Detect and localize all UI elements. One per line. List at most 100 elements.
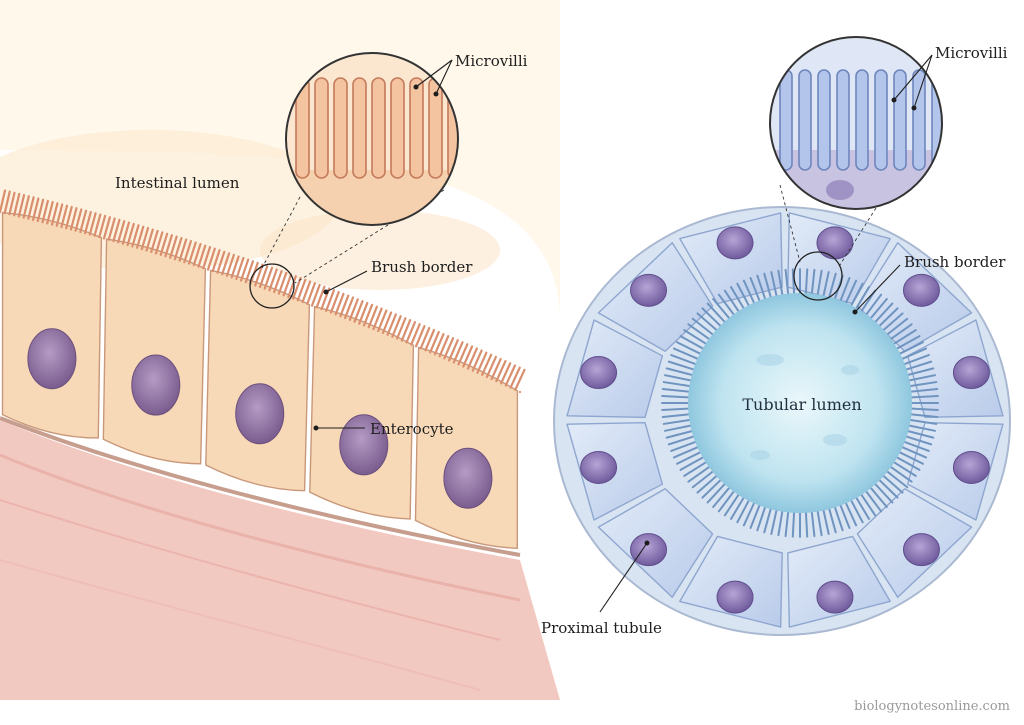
microvillus xyxy=(178,238,188,262)
microvillus xyxy=(150,229,159,254)
microvillus xyxy=(889,323,913,341)
microvillus xyxy=(908,424,936,432)
microvillus xyxy=(154,231,164,255)
microvillus xyxy=(672,347,699,360)
microvillus xyxy=(742,501,756,527)
enterocyte-cell xyxy=(102,238,207,465)
nucleus xyxy=(716,580,754,614)
microvillus xyxy=(706,302,727,324)
microvillus xyxy=(183,239,193,264)
microvillus xyxy=(910,413,939,418)
intestinal-lumen-label: Intestinal lumen xyxy=(115,174,240,192)
inset-microvillus xyxy=(779,69,793,171)
tubule-microvilli-label: Microvilli xyxy=(935,44,1008,62)
microvillus xyxy=(859,493,877,517)
nucleus xyxy=(952,356,990,390)
microvillus xyxy=(730,286,745,310)
microvillus xyxy=(187,241,197,265)
microvillus xyxy=(372,307,383,331)
microvillus xyxy=(296,278,307,302)
microvillus xyxy=(395,317,407,340)
microvillus xyxy=(424,328,436,352)
microvillus xyxy=(481,353,493,376)
microvillus xyxy=(672,446,699,459)
tubular-lumen-label: Tubular lumen xyxy=(742,395,861,414)
microvillus xyxy=(107,217,116,241)
nucleus xyxy=(339,414,389,476)
microvillus xyxy=(367,305,378,329)
microvillus xyxy=(197,244,207,268)
microvillus xyxy=(691,470,714,489)
inset-microvillus xyxy=(912,69,926,171)
microvillus xyxy=(679,335,705,350)
enterocyte-cell xyxy=(309,305,415,520)
inset-microvillus xyxy=(817,69,831,171)
microvillus xyxy=(822,271,830,298)
microvillus xyxy=(173,237,183,261)
microvillus xyxy=(873,302,894,324)
microvillus xyxy=(908,374,936,382)
nucleus xyxy=(902,533,940,567)
enterocyte-cell xyxy=(205,269,311,492)
microvillus xyxy=(263,266,274,290)
microvillus xyxy=(723,289,741,313)
microvillus xyxy=(22,195,30,219)
microvillus xyxy=(683,329,708,345)
microvillus xyxy=(889,465,913,483)
proximal-tubule-label: Proximal tubule xyxy=(541,619,662,637)
microvillus xyxy=(756,274,767,301)
inset-microvillus xyxy=(352,77,367,179)
microvillus xyxy=(777,509,784,537)
microvillus xyxy=(8,191,16,216)
microvillus xyxy=(667,435,695,446)
microvillus xyxy=(301,280,312,304)
microvillus xyxy=(804,268,809,296)
watermark: biologynotesonline.com xyxy=(854,699,1010,714)
microvillus xyxy=(662,381,691,388)
microvillus xyxy=(696,312,718,332)
microvillus xyxy=(736,282,751,308)
microvillus xyxy=(777,269,784,297)
microvillus xyxy=(892,461,917,477)
microvillus xyxy=(706,482,727,504)
microvillus xyxy=(343,296,355,320)
microvillus xyxy=(362,303,374,327)
microvillus xyxy=(457,343,469,366)
microvillus xyxy=(895,456,921,471)
microvillus xyxy=(131,224,140,248)
microvillus xyxy=(810,510,816,538)
microvillus xyxy=(476,351,488,374)
microvillus xyxy=(46,200,54,225)
tubule-panel xyxy=(553,206,1011,636)
microvillus xyxy=(664,424,692,432)
microvillus xyxy=(849,498,864,524)
microvillus xyxy=(50,202,59,226)
microvillus xyxy=(291,276,302,300)
microvillus xyxy=(665,430,693,439)
microvillus xyxy=(17,193,26,218)
microvillus xyxy=(910,394,939,399)
microvillus xyxy=(447,339,459,362)
microvillus xyxy=(661,407,690,412)
microvillus xyxy=(405,321,417,344)
microvillus xyxy=(353,300,364,323)
microvillus xyxy=(169,235,178,259)
microvillus xyxy=(691,317,714,336)
microvillus xyxy=(833,505,844,532)
microvillus xyxy=(211,249,221,273)
microvillus xyxy=(901,446,928,459)
microvillus xyxy=(679,456,705,471)
microvillus xyxy=(910,407,939,412)
microvillus xyxy=(145,228,154,252)
microvillus xyxy=(3,190,11,215)
inset-nucleus xyxy=(826,180,854,200)
nucleus xyxy=(816,226,854,260)
microvillus xyxy=(282,273,293,297)
microvillus xyxy=(0,189,7,214)
microvillus xyxy=(438,335,450,358)
microvillus xyxy=(730,496,745,520)
nucleus xyxy=(902,273,940,307)
microvillus xyxy=(855,286,870,310)
microvillus xyxy=(763,272,773,300)
microvillus xyxy=(410,323,421,346)
